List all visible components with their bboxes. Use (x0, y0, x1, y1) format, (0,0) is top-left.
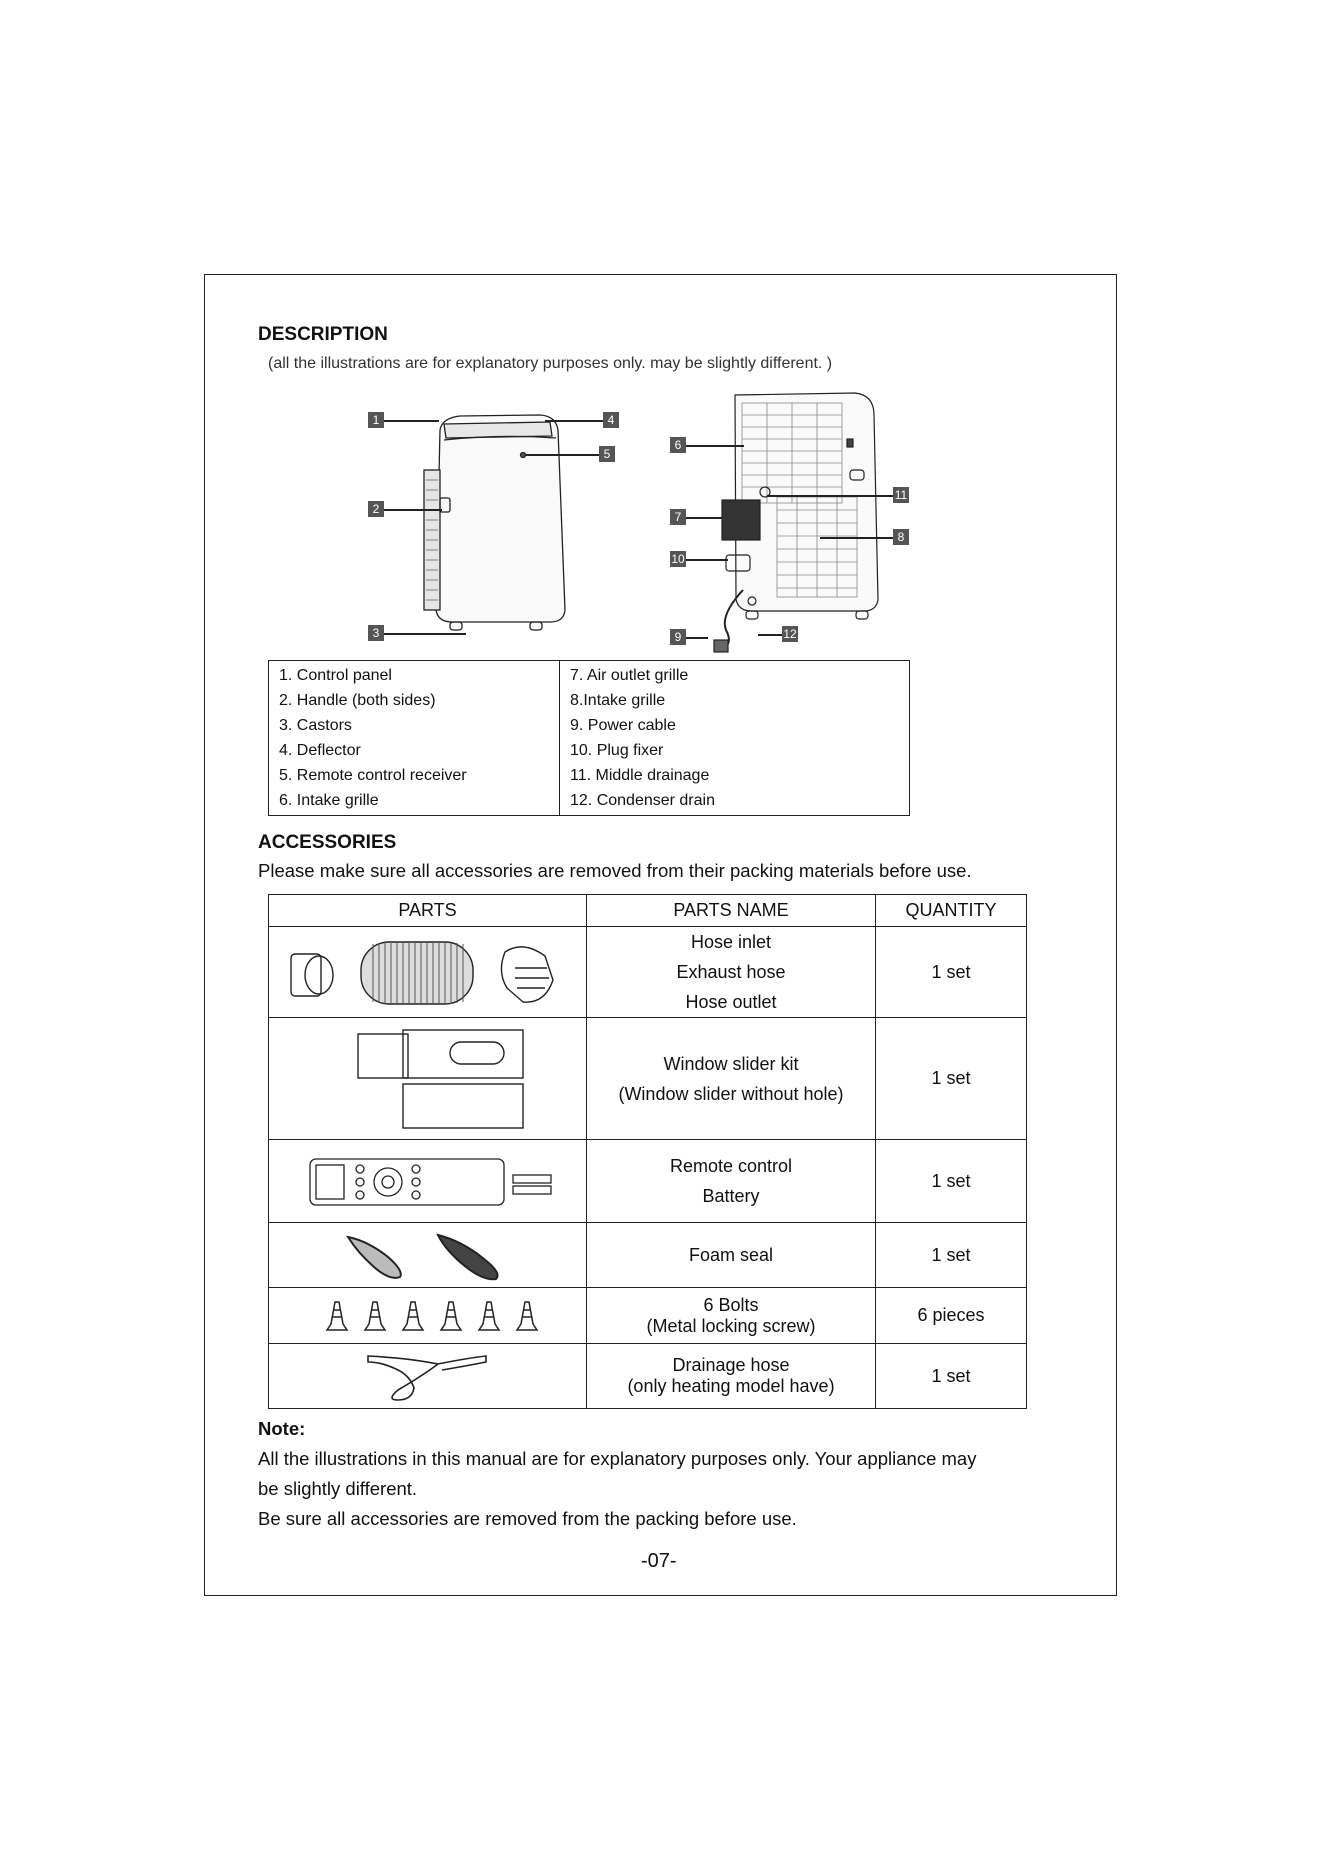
accessory-name: (Window slider without hole) (618, 1083, 844, 1104)
callout-11: 11 (893, 487, 909, 503)
part-item: 12. Condenser drain (570, 792, 715, 809)
accessory-name: (Metal locking screw) (646, 1315, 816, 1336)
part-item: 7. Air outlet grille (570, 667, 689, 684)
hose-kit-icon (268, 926, 587, 1018)
part-item: 5. Remote control receiver (279, 767, 467, 784)
parts-list-left: 1. Control panel 2. Handle (both sides) … (268, 660, 560, 816)
accessory-name: Foam seal (586, 1222, 876, 1288)
accessory-name: 6 Bolts (703, 1294, 759, 1315)
callout-5: 5 (599, 446, 615, 462)
table-row: Drainage hose(only heating model have) 1… (268, 1343, 1027, 1409)
part-item: 6. Intake grille (279, 792, 379, 809)
part-item: 10. Plug fixer (570, 742, 664, 759)
accessory-name: Battery (702, 1186, 760, 1206)
page-number: -07- (641, 1550, 677, 1572)
bolts-icon (268, 1287, 587, 1344)
table-row: Window slider kit (Window slider without … (268, 1017, 1027, 1140)
accessory-quantity: 1 set (875, 1017, 1027, 1140)
accessories-intro: Please make sure all accessories are rem… (258, 860, 972, 881)
callout-10: 10 (670, 551, 686, 567)
table-row: 6 Bolts(Metal locking screw) 6 pieces (268, 1287, 1027, 1344)
part-item: 11. Middle drainage (570, 767, 710, 784)
part-item: 4. Deflector (279, 742, 361, 759)
accessory-name: Hose outlet (685, 992, 777, 1012)
callout-4: 4 (603, 412, 619, 428)
rear-unit-illustration (713, 392, 879, 653)
callout-7: 7 (670, 509, 686, 525)
accessory-name: Drainage hose (672, 1355, 790, 1375)
accessory-quantity: 1 set (875, 1343, 1027, 1409)
note-line-2: be slightly different. (258, 1478, 418, 1499)
column-header-quantity: QUANTITY (875, 894, 1027, 927)
window-slider-icon (268, 1017, 587, 1140)
drainage-hose-icon (268, 1343, 587, 1409)
description-subtitle: (all the illustrations are for explanato… (268, 355, 833, 372)
column-header-parts: PARTS (268, 894, 587, 927)
accessory-name: Hose inlet (690, 932, 772, 952)
accessory-quantity: 6 pieces (875, 1287, 1027, 1344)
callout-2: 2 (368, 501, 384, 517)
table-row: Foam seal 1 set (268, 1222, 1027, 1288)
note-heading: Note: (258, 1418, 306, 1439)
front-unit-illustration (423, 414, 566, 631)
callout-9: 9 (670, 629, 686, 645)
accessory-name: Window slider kit (663, 1053, 799, 1074)
parts-list-table: 1. Control panel 2. Handle (both sides) … (268, 660, 910, 816)
accessory-name: Remote control (669, 1156, 793, 1176)
foam-seal-icon (268, 1222, 587, 1288)
part-item: 9. Power cable (570, 717, 676, 734)
part-item: 2. Handle (both sides) (279, 692, 436, 709)
accessory-name: (only heating model have) (627, 1376, 835, 1396)
accessory-quantity: 1 set (875, 1222, 1027, 1288)
accessory-quantity: 1 set (875, 1139, 1027, 1223)
callout-3: 3 (368, 625, 384, 641)
accessory-name: Exhaust hose (676, 962, 786, 982)
accessory-quantity: 1 set (875, 926, 1027, 1018)
parts-list-right: 7. Air outlet grille 8.Intake grille 9. … (559, 660, 910, 816)
callout-12: 12 (782, 626, 798, 642)
note-line-3: Be sure all accessories are removed from… (258, 1508, 797, 1529)
column-header-parts-name: PARTS NAME (586, 894, 876, 927)
description-heading: DESCRIPTION (258, 324, 388, 345)
note-line-1: All the illustrations in this manual are… (258, 1448, 977, 1469)
part-item: 8.Intake grille (570, 692, 666, 709)
page-frame (204, 274, 1117, 1596)
accessories-table: PARTS PARTS NAME QUANTITY (268, 894, 1027, 1409)
callout-8: 8 (893, 529, 909, 545)
part-item: 3. Castors (279, 717, 352, 734)
remote-control-icon (268, 1139, 587, 1223)
part-item: 1. Control panel (279, 667, 392, 684)
callout-1: 1 (368, 412, 384, 428)
callout-6: 6 (670, 437, 686, 453)
accessories-heading: ACCESSORIES (258, 832, 397, 853)
